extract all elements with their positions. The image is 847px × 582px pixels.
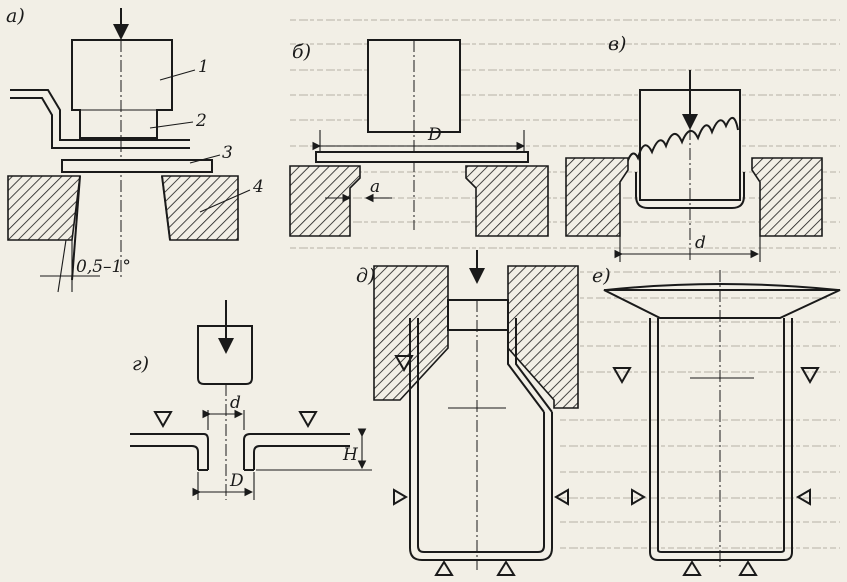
wrinkled-flange — [625, 117, 739, 167]
part-2-label: 2 — [195, 111, 207, 131]
die-b-left — [289, 165, 361, 237]
necked-shell-outer — [409, 318, 553, 561]
flanged-sheet-left — [130, 433, 209, 470]
conical-die — [603, 289, 841, 319]
part-3-label: 3 — [222, 143, 233, 163]
view-d: д) — [356, 250, 579, 576]
dim-d-v: d — [695, 233, 706, 253]
punch — [71, 39, 173, 139]
view-d-label: д) — [356, 265, 375, 287]
part-1-label: 1 — [198, 57, 209, 77]
die-right-section — [161, 175, 239, 241]
part-4-label: 4 — [252, 177, 264, 197]
strip-material — [10, 89, 190, 141]
dim-D-b: D — [427, 125, 442, 145]
die-v-left — [565, 157, 629, 237]
view-e: е) — [592, 265, 841, 576]
die-b-right — [465, 165, 549, 237]
dim-a-b: a — [370, 177, 380, 197]
view-b: б) D a — [289, 39, 549, 237]
support-mark — [612, 367, 632, 385]
view-a: а) 0,5–1° 1 2 3 4 — [6, 5, 264, 293]
die-left-section — [7, 175, 81, 241]
die-v-right — [751, 157, 823, 237]
dim-H-g: H — [342, 445, 359, 465]
view-b-label: б) — [292, 41, 311, 63]
view-e-label: е) — [592, 265, 611, 287]
support-mark — [153, 411, 173, 429]
reducing-die-right — [507, 265, 579, 409]
shell-e-outer — [649, 318, 793, 561]
flat-blank — [315, 151, 529, 163]
punch-d — [447, 299, 509, 331]
die-plate — [61, 159, 213, 173]
view-a-label: а) — [6, 5, 25, 27]
view-g-label: г) — [132, 353, 149, 375]
punch-g — [197, 325, 253, 385]
support-mark — [393, 488, 408, 506]
view-g: г) d D H — [130, 300, 372, 500]
view-v-label: в) — [608, 33, 626, 55]
view-v: в) d — [565, 33, 823, 262]
dim-D-g: D — [229, 471, 244, 491]
clearance-angle-label: 0,5–1° — [76, 257, 131, 277]
dim-d-g: d — [230, 393, 241, 413]
